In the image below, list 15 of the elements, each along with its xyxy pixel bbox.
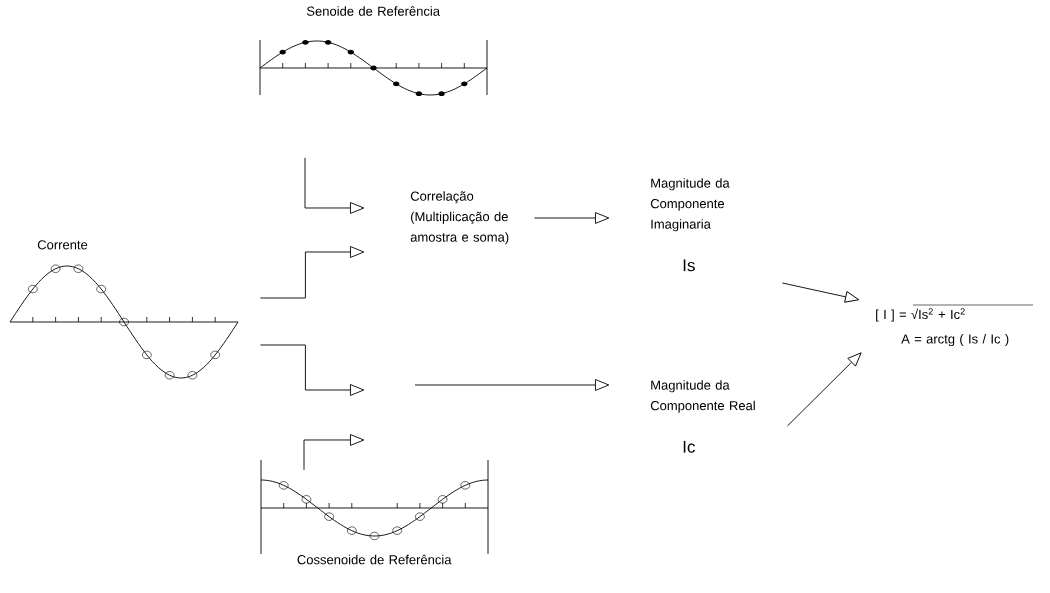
arrow <box>533 212 610 224</box>
arrow <box>304 157 365 214</box>
arrow <box>781 282 860 303</box>
result-text: Magnitude da Componente Real Ic <box>650 380 755 453</box>
wave-caption: Senoide de Referência <box>306 6 440 16</box>
process-text: Correlação (Multiplicação de amostra e soma) <box>410 191 509 245</box>
wave-caption: Corrente <box>37 240 88 250</box>
arrow <box>786 352 862 427</box>
arrow <box>303 434 365 471</box>
wave-caption: Cossenoide de Referência <box>297 554 452 565</box>
arrow <box>414 379 610 391</box>
result-text: Magnitude da Componente Imaginaria Is <box>650 178 730 272</box>
arrow <box>259 344 365 396</box>
arrow <box>259 246 365 299</box>
formula-text: [ I ] = √Is$^{2}$ + Ic$^{2}$ A = arctg ( Is / Ic ) <box>876 308 1009 347</box>
